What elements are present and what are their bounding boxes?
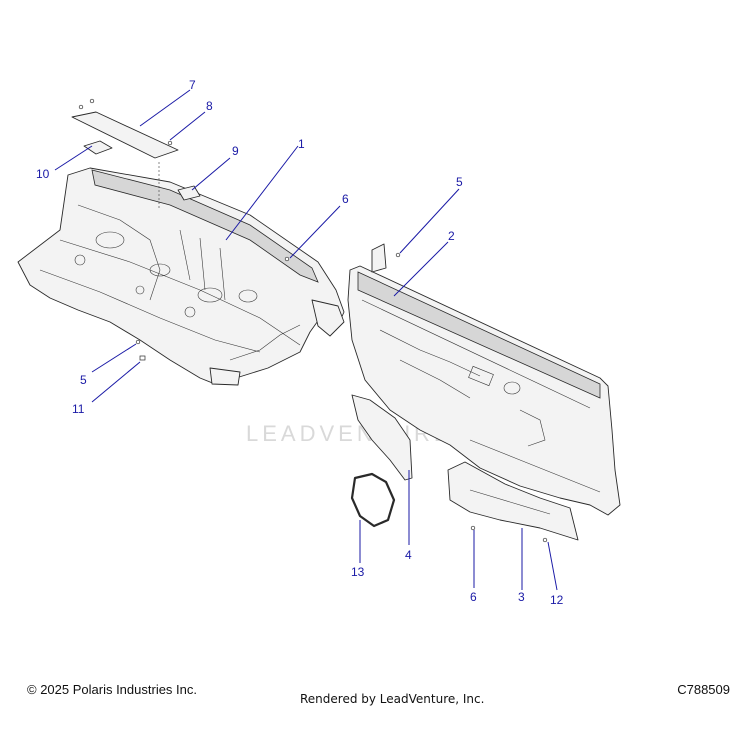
callout-11: 11 <box>72 402 85 416</box>
callout-12: 12 <box>550 593 564 607</box>
leader-lines <box>54 89 558 591</box>
callout-5-right: 5 <box>456 175 463 189</box>
lower-panel-part-3 <box>447 461 579 541</box>
clip-part-9 <box>177 185 201 201</box>
fastener <box>139 355 146 361</box>
callout-9: 9 <box>232 144 239 158</box>
diagram-code: C788509 <box>677 682 730 697</box>
callout-13: 13 <box>351 565 365 579</box>
bracket-part-10 <box>83 140 113 155</box>
callout-6-left: 6 <box>342 192 349 206</box>
callout-1: 1 <box>298 137 305 151</box>
callout-3: 3 <box>518 590 525 604</box>
callout-5-left: 5 <box>80 373 87 387</box>
fastener <box>395 252 401 258</box>
copyright-text: © 2025 Polaris Industries Inc. <box>27 682 197 697</box>
fastener <box>470 525 476 531</box>
fastener <box>78 104 84 110</box>
dash-panel-part-1 <box>17 167 345 386</box>
fastener <box>284 256 290 262</box>
fastener <box>167 140 173 146</box>
fastener <box>542 537 548 543</box>
fastener <box>89 98 95 104</box>
seal-ring-part-13 <box>350 472 396 528</box>
callout-10: 10 <box>36 167 50 181</box>
fastener <box>135 339 141 345</box>
callout-7: 7 <box>189 78 196 92</box>
callout-2: 2 <box>448 229 455 243</box>
callout-6-right: 6 <box>470 590 477 604</box>
callout-4: 4 <box>405 548 412 562</box>
top-plate-part-7 <box>71 111 179 159</box>
firewall-panel-part-2 <box>347 243 621 516</box>
callout-8: 8 <box>206 99 213 113</box>
rendered-by-text: Rendered by LeadVenture, Inc. <box>300 692 485 706</box>
